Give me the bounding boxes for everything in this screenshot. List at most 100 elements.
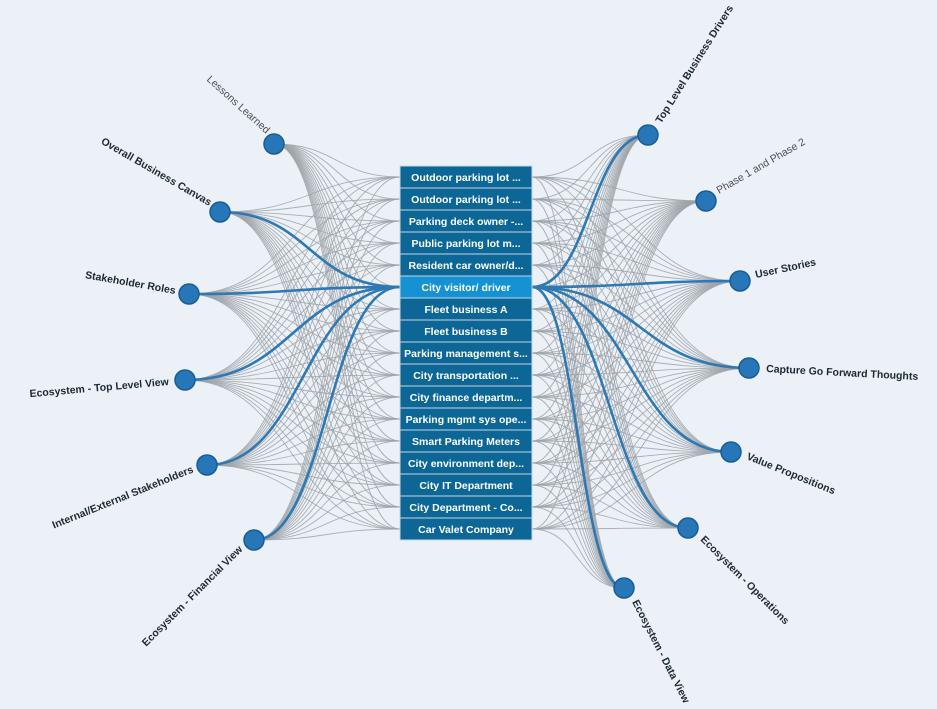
stakeholder-item[interactable]: City visitor/ driver	[399, 275, 533, 299]
stakeholder-item[interactable]: Parking mgmt sys ope...	[399, 407, 533, 431]
right-topic-node[interactable]: Phase 1 and Phase 2	[695, 136, 808, 212]
link-line	[219, 211, 401, 332]
left-topic-node[interactable]: Ecosystem - Financial View	[140, 529, 265, 649]
node-circle[interactable]	[637, 124, 659, 146]
link-line	[531, 352, 750, 369]
link-line	[531, 280, 741, 442]
link-line	[531, 220, 750, 369]
stakeholder-item[interactable]: Smart Parking Meters	[399, 429, 533, 453]
link-line	[253, 484, 401, 541]
node-circle[interactable]	[695, 190, 717, 212]
node-circle[interactable]	[738, 357, 760, 379]
link-line	[531, 280, 741, 530]
link-line	[531, 198, 707, 202]
node-circle[interactable]	[729, 270, 751, 292]
highlight-link	[531, 285, 625, 590]
link-line	[531, 198, 741, 282]
stakeholder-item[interactable]: City finance departm...	[399, 385, 533, 409]
highlight-link	[531, 285, 750, 370]
link-line	[184, 352, 401, 381]
highlight-link	[188, 285, 401, 296]
stakeholder-item[interactable]: Parking management s...	[399, 341, 533, 365]
link-line	[531, 200, 707, 442]
node-circle[interactable]	[613, 577, 635, 599]
left-topic-node[interactable]: Stakeholder Roles	[84, 269, 200, 305]
node-circle[interactable]	[209, 201, 231, 223]
link-line	[531, 198, 732, 453]
stakeholder-item[interactable]: Parking deck owner -...	[399, 209, 533, 233]
node-circle[interactable]	[263, 133, 285, 155]
right-topic-node[interactable]: User Stories	[729, 256, 817, 292]
node-label: Value Propositions	[745, 451, 837, 498]
node-circle[interactable]	[196, 454, 218, 476]
right-topic-node[interactable]: Value Propositions	[720, 441, 837, 498]
link-line	[531, 396, 732, 453]
link-line	[531, 280, 741, 420]
link-line	[273, 143, 401, 376]
stakeholder-item[interactable]: Fleet business A	[399, 297, 533, 321]
link-line	[253, 220, 401, 541]
stakeholder-item[interactable]: Car Valet Company	[399, 517, 533, 541]
link-line	[184, 379, 401, 486]
stakeholder-item[interactable]: Outdoor parking lot ...	[399, 187, 533, 211]
link-line	[531, 176, 707, 202]
link-line	[219, 211, 401, 508]
link-line	[531, 280, 741, 354]
link-line	[531, 134, 649, 530]
right-topic-node[interactable]: Ecosystem - Operations	[677, 517, 791, 627]
stakeholder-label: Parking mgmt sys ope...	[406, 414, 527, 426]
link-line	[206, 220, 401, 466]
link-line	[531, 280, 741, 398]
link-line	[188, 198, 401, 295]
link-line	[531, 330, 689, 529]
stakeholder-item[interactable]: Fleet business B	[399, 319, 533, 343]
link-line	[206, 440, 401, 466]
link-line	[219, 211, 401, 486]
node-circle[interactable]	[174, 369, 196, 391]
link-line	[531, 367, 750, 508]
left-topic-node[interactable]: Internal/External Stakeholders	[50, 454, 218, 531]
link-line	[531, 280, 741, 332]
link-line	[531, 134, 649, 508]
link-line	[531, 200, 707, 530]
stakeholder-label: Public parking lot m...	[411, 238, 520, 250]
link-line	[219, 211, 401, 398]
link-line	[531, 200, 707, 486]
link-line	[184, 330, 401, 381]
stakeholder-item[interactable]: Outdoor parking lot ...	[399, 165, 533, 189]
link-line	[219, 211, 401, 244]
link-line	[206, 462, 401, 466]
stakeholder-item[interactable]: City IT Department	[399, 473, 533, 497]
right-topic-node[interactable]: Ecosystem - Data View	[613, 577, 692, 706]
node-circle[interactable]	[720, 441, 742, 463]
link-line	[253, 396, 401, 541]
link-line	[273, 143, 401, 486]
link-line	[188, 293, 401, 486]
left-topic-node[interactable]: Lessons Learned	[204, 73, 285, 155]
node-circle[interactable]	[243, 529, 265, 551]
right-topic-node[interactable]: Top Level Business Drivers	[637, 3, 736, 146]
link-line	[531, 418, 625, 589]
highlight-link	[219, 210, 401, 289]
stakeholder-box[interactable]	[399, 517, 533, 541]
stakeholder-label: Parking management s...	[404, 348, 528, 360]
link-line	[531, 367, 750, 464]
stakeholder-item[interactable]: Public parking lot m...	[399, 231, 533, 255]
stakeholder-label: Outdoor parking lot ...	[411, 194, 521, 206]
stakeholder-item[interactable]: City environment dep...	[399, 451, 533, 475]
right-topic-node[interactable]: Capture Go Forward Thoughts	[738, 357, 919, 383]
left-topic-node[interactable]: Ecosystem - Top Level View	[29, 369, 196, 400]
link-line	[188, 293, 401, 508]
left-topic-node[interactable]: Overall Business Canvas	[99, 135, 231, 223]
stakeholder-item[interactable]: City Department - Co...	[399, 495, 533, 519]
link-line	[206, 418, 401, 466]
highlighted-links-layer	[184, 133, 750, 590]
stakeholder-item[interactable]: Resident car owner/d...	[399, 253, 533, 277]
link-line	[273, 143, 401, 464]
stakeholder-item[interactable]: City transportation ...	[399, 363, 533, 387]
node-circle[interactable]	[677, 517, 699, 539]
link-line	[184, 379, 401, 464]
link-line	[531, 506, 625, 589]
node-circle[interactable]	[178, 283, 200, 305]
